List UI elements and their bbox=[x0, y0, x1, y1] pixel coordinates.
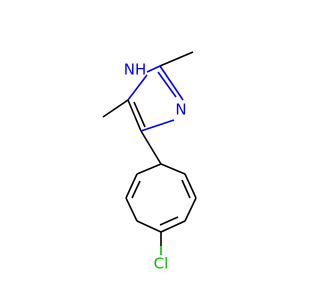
aryl-inner-bond-2 bbox=[159, 216, 179, 226]
ring-link-bond bbox=[140, 130, 162, 165]
aryl-bond-f bbox=[125, 197, 138, 222]
c4-n3-bond bbox=[140, 119, 175, 132]
c5-c4-bond bbox=[127, 99, 142, 132]
aryl-bond-h bbox=[136, 163, 162, 175]
c5-methyl-bond bbox=[102, 99, 129, 118]
aryl-bond-d bbox=[160, 220, 186, 233]
c2-n1-bond bbox=[146, 65, 161, 73]
n3-c2-bond bbox=[159, 65, 184, 101]
n3-c2-inner-bond bbox=[157, 71, 177, 98]
n-atom-label: N bbox=[175, 101, 186, 119]
nh-atom-label: NH bbox=[124, 61, 147, 79]
aryl-bond-c bbox=[184, 197, 197, 222]
aryl-inner-bond-1 bbox=[181, 179, 191, 199]
aryl-bond-g bbox=[125, 173, 138, 199]
c5-c4-inner-bond bbox=[133, 101, 146, 128]
molecule-structure: NH N Cl bbox=[0, 0, 300, 300]
cl-atom-label: Cl bbox=[154, 255, 169, 273]
canvas-background bbox=[0, 0, 300, 300]
aryl-bond-b bbox=[184, 173, 197, 199]
n1-c5-bond bbox=[127, 74, 148, 101]
aryl-inner-bond-3 bbox=[131, 180, 141, 199]
aryl-bond-a bbox=[160, 163, 186, 175]
c2-methyl-bond bbox=[159, 51, 194, 67]
aryl-bond-e bbox=[136, 220, 162, 233]
